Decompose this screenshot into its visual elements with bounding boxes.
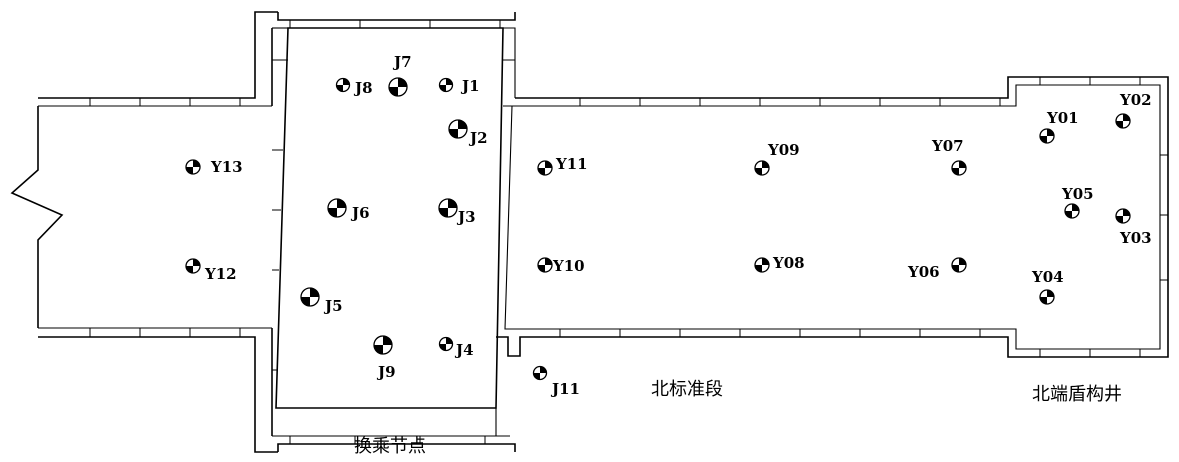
benchmark-target-icon [537,160,553,176]
survey-point-label: J9 [376,363,396,381]
benchmark-target-icon [438,77,454,93]
benchmark-target-icon [388,77,408,97]
survey-point-j7: J7 [388,53,412,97]
survey-point-label: Y05 [1061,185,1094,203]
survey-point-y05: Y05 [1061,185,1094,219]
survey-point-label: Y07 [931,137,964,155]
survey-point-j1: J1 [438,77,480,95]
benchmark-target-icon [1115,208,1131,224]
survey-point-y11: Y11 [537,155,588,176]
benchmark-target-icon [335,77,351,93]
benchmark-target-icon [754,257,770,273]
benchmark-target-icon [327,198,347,218]
survey-point-j8: J8 [335,77,373,97]
survey-point-y04: Y04 [1031,268,1064,305]
survey-point-y13: Y13 [185,158,243,176]
benchmark-target-icon [438,336,454,352]
benchmark-target-icon [373,335,393,355]
survey-point-label: Y02 [1119,91,1152,109]
survey-point-label: Y04 [1031,268,1064,286]
survey-point-label: Y06 [907,263,940,281]
region-label-north-shield-shaft: 北端盾构井 [1032,384,1122,405]
survey-point-label: J2 [468,129,488,147]
benchmark-target-icon [300,287,320,307]
survey-point-label: J6 [350,204,370,222]
benchmark-target-icon [951,257,967,273]
survey-point-j4: J4 [438,336,474,359]
benchmark-target-icon [532,365,548,381]
survey-point-y12: Y12 [185,258,237,283]
survey-point-label: Y03 [1119,229,1152,247]
benchmark-target-icon [951,160,967,176]
survey-point-label: Y13 [210,158,243,176]
benchmark-target-icon [438,198,458,218]
survey-point-y02: Y02 [1115,91,1152,129]
left-tunnel-wall-ticks [89,98,241,337]
survey-point-label: Y09 [767,141,800,159]
transfer-node-structure [271,12,516,452]
left-tunnel [10,11,278,453]
survey-point-label: Y12 [204,265,237,283]
survey-point-label: Y10 [552,257,585,275]
survey-point-label: J4 [454,341,474,359]
survey-point-y01: Y01 [1039,109,1079,144]
survey-point-label: J5 [323,297,343,315]
survey-point-j9: J9 [373,335,396,381]
benchmark-target-icon [185,258,201,274]
survey-point-label: Y08 [772,254,805,272]
survey-point-label: J8 [353,79,373,97]
survey-point-j5: J5 [300,287,343,315]
survey-point-label: J11 [550,380,580,398]
benchmark-target-icon [1039,128,1055,144]
benchmark-target-icon [1039,289,1055,305]
survey-point-y06: Y06 [907,257,967,281]
benchmark-target-icon [537,257,553,273]
transfer-node-wall-ticks [272,20,515,444]
benchmark-target-icon [1064,203,1080,219]
north-standard-section-structure [496,76,1169,358]
survey-point-j11: J11 [532,365,580,398]
benchmark-target-icon [1115,113,1131,129]
survey-point-label: J7 [392,53,412,71]
north-section-wall-ticks [559,77,1168,357]
benchmark-target-icon [185,159,201,175]
region-label-north-standard-section: 北标准段 [651,379,723,400]
benchmark-target-icon [448,119,468,139]
survey-point-y09: Y09 [754,141,800,176]
survey-point-y10: Y10 [537,257,585,275]
region-label-transfer-node: 换乘节点 [354,436,426,457]
survey-point-y03: Y03 [1115,208,1152,247]
survey-point-j3: J3 [438,198,476,226]
benchmark-target-icon [754,160,770,176]
survey-point-y08: Y08 [754,254,805,273]
survey-point-label: Y11 [555,155,588,173]
survey-point-label: J1 [460,77,480,95]
survey-point-j2: J2 [448,119,488,147]
survey-point-y07: Y07 [931,137,967,176]
survey-point-j6: J6 [327,198,370,222]
survey-point-label: J3 [456,208,476,226]
survey-point-label: Y01 [1046,109,1079,127]
